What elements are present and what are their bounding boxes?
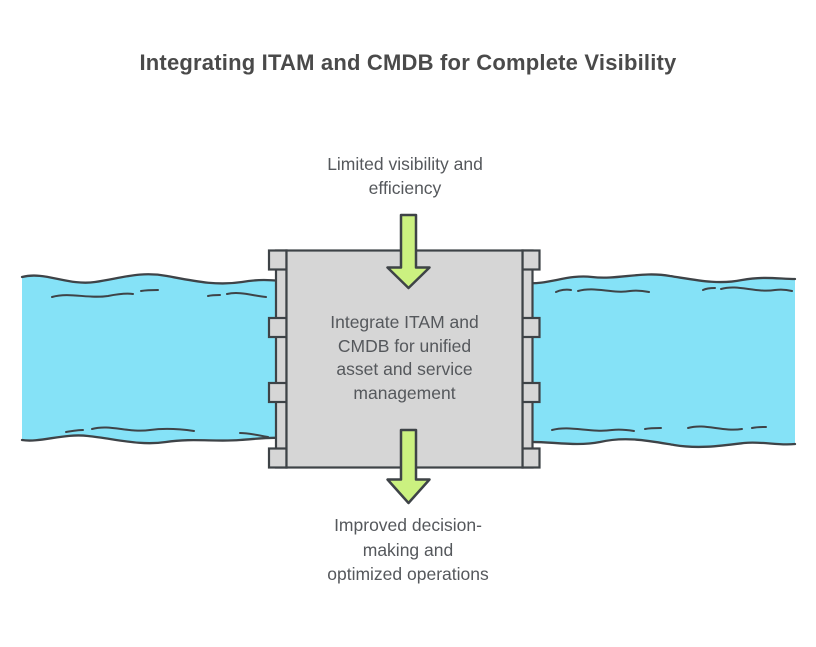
coupling-flange-tab (267, 249, 288, 271)
water-sketch-line (140, 289, 159, 292)
water-sketch-line (577, 288, 650, 293)
process-box-label: Integrate ITAM and CMDB for unified asse… (330, 312, 479, 403)
water-band-left-bottom-edge (20, 434, 284, 445)
water-sketch-line (65, 429, 84, 433)
water-sketch-line (551, 427, 635, 432)
output-state-label: Improved decision- making and optimized … (327, 515, 489, 584)
water-band-right (526, 274, 795, 447)
coupling-flange-tab (521, 447, 541, 469)
water-sketch-line (687, 425, 743, 431)
water-sketch-line (91, 426, 195, 432)
down-arrow-bottom-icon (386, 428, 431, 505)
water-band-left-top-edge (20, 273, 284, 285)
coupling-flange-tab (521, 316, 541, 339)
water-sketch-line (207, 294, 221, 297)
down-arrow-top-icon (386, 213, 431, 290)
coupling-flange-tab (267, 381, 288, 404)
coupling-rail-left (274, 249, 288, 469)
water-sketch-line (239, 432, 269, 438)
water-band-right-top-edge (524, 273, 797, 285)
water-sketch-line (720, 286, 793, 292)
input-state-label: Limited visibility and efficiency (327, 154, 483, 198)
coupling-flange-tab (521, 249, 541, 271)
water-sketch-line (226, 292, 267, 298)
coupling-flange-tab (267, 447, 288, 469)
water-sketch-line (51, 292, 134, 298)
diagram-title: Integrating ITAM and CMDB for Complete V… (139, 50, 677, 75)
water-sketch-line (644, 427, 662, 430)
coupling-flange-tab (267, 316, 288, 339)
water-sketch-line (751, 426, 767, 429)
water-band-left (22, 274, 282, 444)
coupling-flange-tab (521, 381, 541, 404)
coupling-rail-right (521, 249, 534, 469)
water-sketch-line (702, 287, 716, 291)
water-sketch-line (555, 288, 572, 293)
water-band-right-bottom-edge (524, 438, 797, 449)
